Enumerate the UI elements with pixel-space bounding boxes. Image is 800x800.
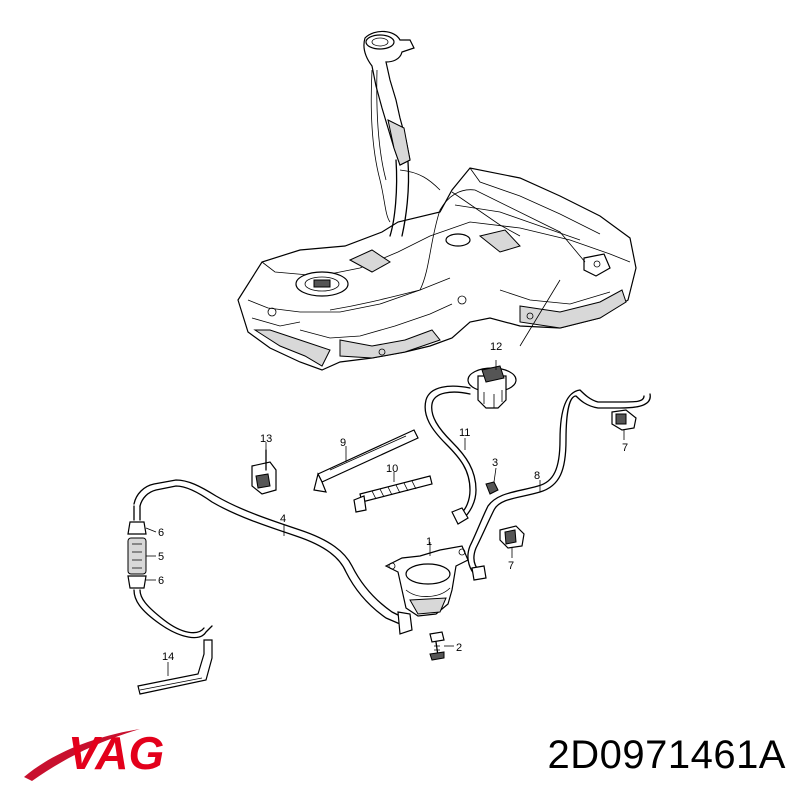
callout-11: 11 [459, 427, 470, 439]
part-13-bracket [251, 442, 277, 495]
callout-4: 4 [280, 513, 286, 525]
callout-14: 14 [162, 651, 174, 663]
callout-7-upper: 7 [622, 442, 628, 454]
part-7-clip-lower [499, 525, 525, 558]
part-3-clip [485, 467, 499, 495]
vag-logo: VAG [24, 727, 164, 781]
filler-neck [363, 30, 441, 237]
part-8-fuel-line [467, 389, 651, 581]
callout-6-lower: 6 [158, 575, 164, 587]
callout-9: 9 [340, 437, 346, 449]
callout-13: 13 [260, 433, 272, 445]
callout-8: 8 [534, 470, 540, 482]
part-7-clip-upper [611, 409, 637, 440]
part-10-strap [353, 472, 433, 513]
fuel-tank [237, 167, 637, 371]
part-11-fuel-line [424, 385, 477, 525]
part-2-bolt [429, 631, 454, 661]
callout-12: 12 [490, 341, 502, 353]
part-12-flange [467, 279, 561, 409]
callout-7-lower: 7 [508, 560, 514, 572]
callout-5: 5 [158, 551, 164, 563]
callout-1: 1 [426, 536, 432, 548]
part-1-filter-housing [384, 542, 469, 617]
part-5-filter [127, 505, 213, 639]
logo-text: VAG [68, 727, 164, 779]
callout-10: 10 [386, 463, 398, 475]
part-number: 2D0971461A [547, 733, 786, 777]
part-9-strap [313, 429, 419, 493]
callout-6-upper: 6 [158, 527, 164, 539]
callout-3: 3 [492, 457, 498, 469]
part-4-fuel-line [133, 479, 413, 635]
part-14-hose [137, 639, 213, 695]
callout-2: 2 [456, 642, 462, 654]
logo-swoosh [24, 729, 140, 781]
